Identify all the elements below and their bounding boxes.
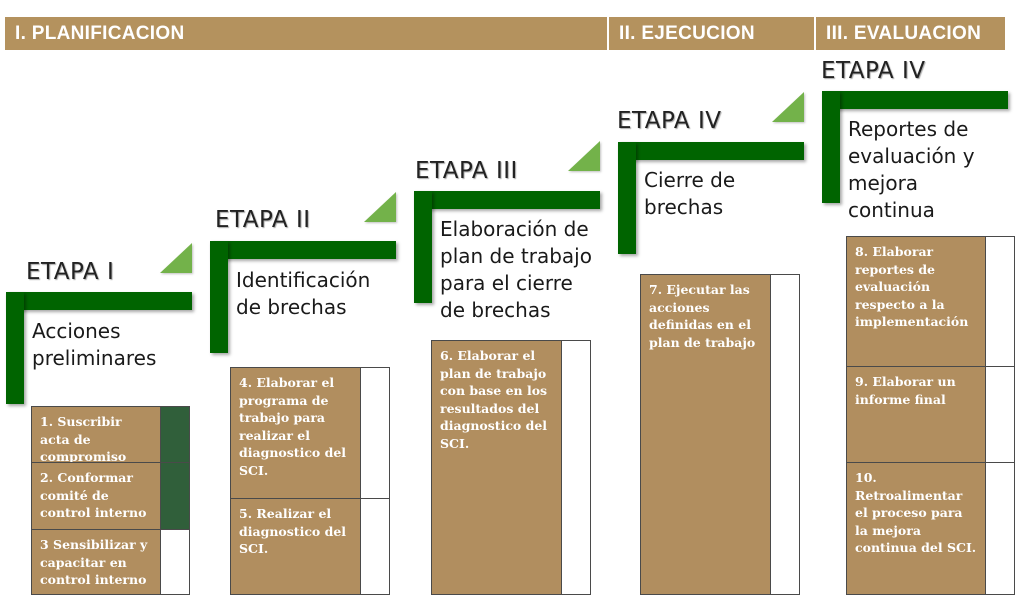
stage-2-title: Identificación de brechas <box>236 268 371 319</box>
stage-2-bar-horizontal <box>210 241 396 259</box>
task-7: 7. Ejecutar las acciones definidas en el… <box>640 274 771 595</box>
task-1: 1. Suscribir acta de compromiso <box>31 406 161 464</box>
task-2: 2. Conformar comité de control interno <box>31 462 161 530</box>
step-triangle-3 <box>568 141 600 171</box>
stage-3-bar-vertical <box>414 191 432 303</box>
task-6: 6. Elaborar el plan de trabajo con base … <box>431 340 562 595</box>
stage-1-label: ETAPA I <box>26 259 115 285</box>
stage-3-title: Elaboración de plan de trabajo para el c… <box>440 217 592 322</box>
stage-5-title: Reportes de evaluación y mejora continua <box>848 117 975 222</box>
task-9-status <box>985 366 1015 463</box>
task-2-status <box>160 462 190 530</box>
stage-4-bar-horizontal <box>618 142 804 160</box>
stage-1-bar-vertical <box>6 292 24 404</box>
stage-5-bar-horizontal <box>822 91 1008 109</box>
phase-planificacion: I. PLANIFICACION <box>5 17 607 50</box>
stage-4-title: Cierre de brechas <box>644 168 736 219</box>
task-8-status <box>985 236 1015 367</box>
task-6-status <box>561 340 591 595</box>
step-triangle-1 <box>160 243 192 273</box>
stage-3-bar-horizontal <box>414 191 600 209</box>
stage-2-bar-vertical <box>210 241 228 353</box>
stage-3-label: ETAPA III <box>415 158 518 184</box>
phase-ejecucion: II. EJECUCION <box>609 17 814 50</box>
stage-4-bar-vertical <box>618 142 636 254</box>
task-8: 8. Elaborar reportes de evaluación respe… <box>846 236 986 367</box>
task-5-status <box>360 498 390 595</box>
stage-1-bar-horizontal <box>6 292 192 310</box>
task-4: 4. Elaborar el programa de trabajo para … <box>230 367 361 499</box>
task-3-status <box>160 529 190 595</box>
task-3: 3 Sensibilizar y capacitar en control in… <box>31 529 161 595</box>
task-4-status <box>360 367 390 499</box>
task-5: 5. Realizar el diagnostico del SCI. <box>230 498 361 595</box>
stage-5-bar-vertical <box>822 91 840 203</box>
stage-4-label: ETAPA IV <box>617 108 722 134</box>
step-triangle-2 <box>364 192 396 222</box>
phase-evaluacion: III. EVALUACION <box>816 17 1005 50</box>
stage-2-label: ETAPA II <box>215 207 311 233</box>
stage-5-label: ETAPA IV <box>821 58 926 84</box>
step-triangle-4 <box>772 92 804 122</box>
task-9: 9. Elaborar un informe final <box>846 366 986 463</box>
task-10: 10. Retroalimentar el proceso para la me… <box>846 462 986 595</box>
task-1-status <box>160 406 190 463</box>
stage-1-title: Acciones preliminares <box>32 319 157 370</box>
task-10-status <box>985 462 1015 595</box>
task-7-status <box>770 274 800 595</box>
